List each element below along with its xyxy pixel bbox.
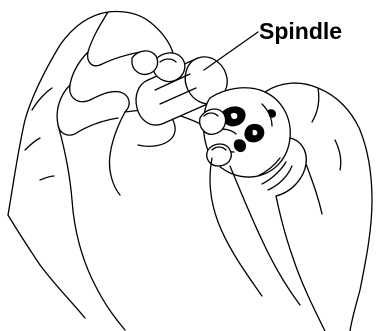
callout-leader-line — [204, 32, 258, 70]
right-hand — [200, 83, 372, 331]
spindle-callout-label: Spindle — [259, 18, 342, 44]
